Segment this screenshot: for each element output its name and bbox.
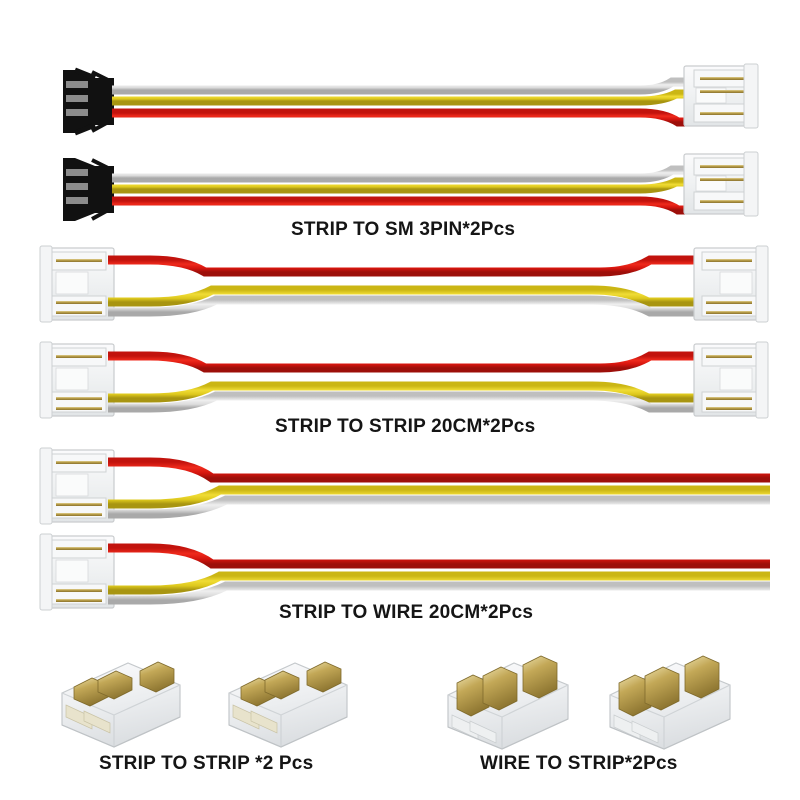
sm-3pin-connector-icon [63,67,114,136]
assembly-strip-to-sm-3pin-1 [0,0,800,230]
sm-3pin-connector-icon [63,158,114,221]
wire-yellow [108,485,770,509]
wire-red [108,457,770,483]
wire-white [108,295,700,317]
wire-red [108,255,700,277]
clear-block-connector-icon [61,661,181,748]
wire-red [112,108,697,127]
clear-strip-clip-icon [683,63,759,129]
clear-block-connector-open-icon [609,655,731,750]
assembly-strip-to-strip-20cm [0,238,800,419]
clear-block-connector-open-icon [447,655,569,750]
label-wire-to-strip-2pcs: WIRE TO STRIP*2Pcs [480,753,678,774]
clear-strip-clip-icon [693,245,769,323]
wire-red [108,543,770,569]
wire-white [108,581,770,605]
label-strip-to-strip-2pcs: STRIP TO STRIP *2 Pcs [99,753,314,774]
wire-white [112,165,690,183]
label-strip-to-sm-3pin: STRIP TO SM 3PIN*2Pcs [291,219,516,240]
clear-strip-clip-icon [39,533,115,611]
wire-red [108,351,700,373]
wire-yellow [108,381,700,403]
clear-strip-clip-icon [693,341,769,419]
wire-white [112,77,690,95]
wire-red [112,196,697,215]
label-strip-to-strip-20cm: STRIP TO STRIP 20CM*2Pcs [275,416,536,437]
clear-strip-clip-icon [39,341,115,419]
wire-yellow [112,89,692,106]
label-strip-to-wire-20cm: STRIP TO WIRE 20CM*2Pcs [279,602,534,623]
assembly-strip-to-wire-20cm [0,442,800,611]
wire-yellow [108,285,700,307]
clear-strip-clip-icon [39,245,115,323]
bottom-connectors-row [0,645,800,755]
clear-strip-clip-icon [39,447,115,525]
wire-white [108,391,700,413]
wire-yellow [108,571,770,595]
clear-strip-clip-icon [683,151,759,217]
clear-block-connector-icon [228,661,348,748]
wire-white [108,495,770,519]
wire-yellow [112,177,692,194]
